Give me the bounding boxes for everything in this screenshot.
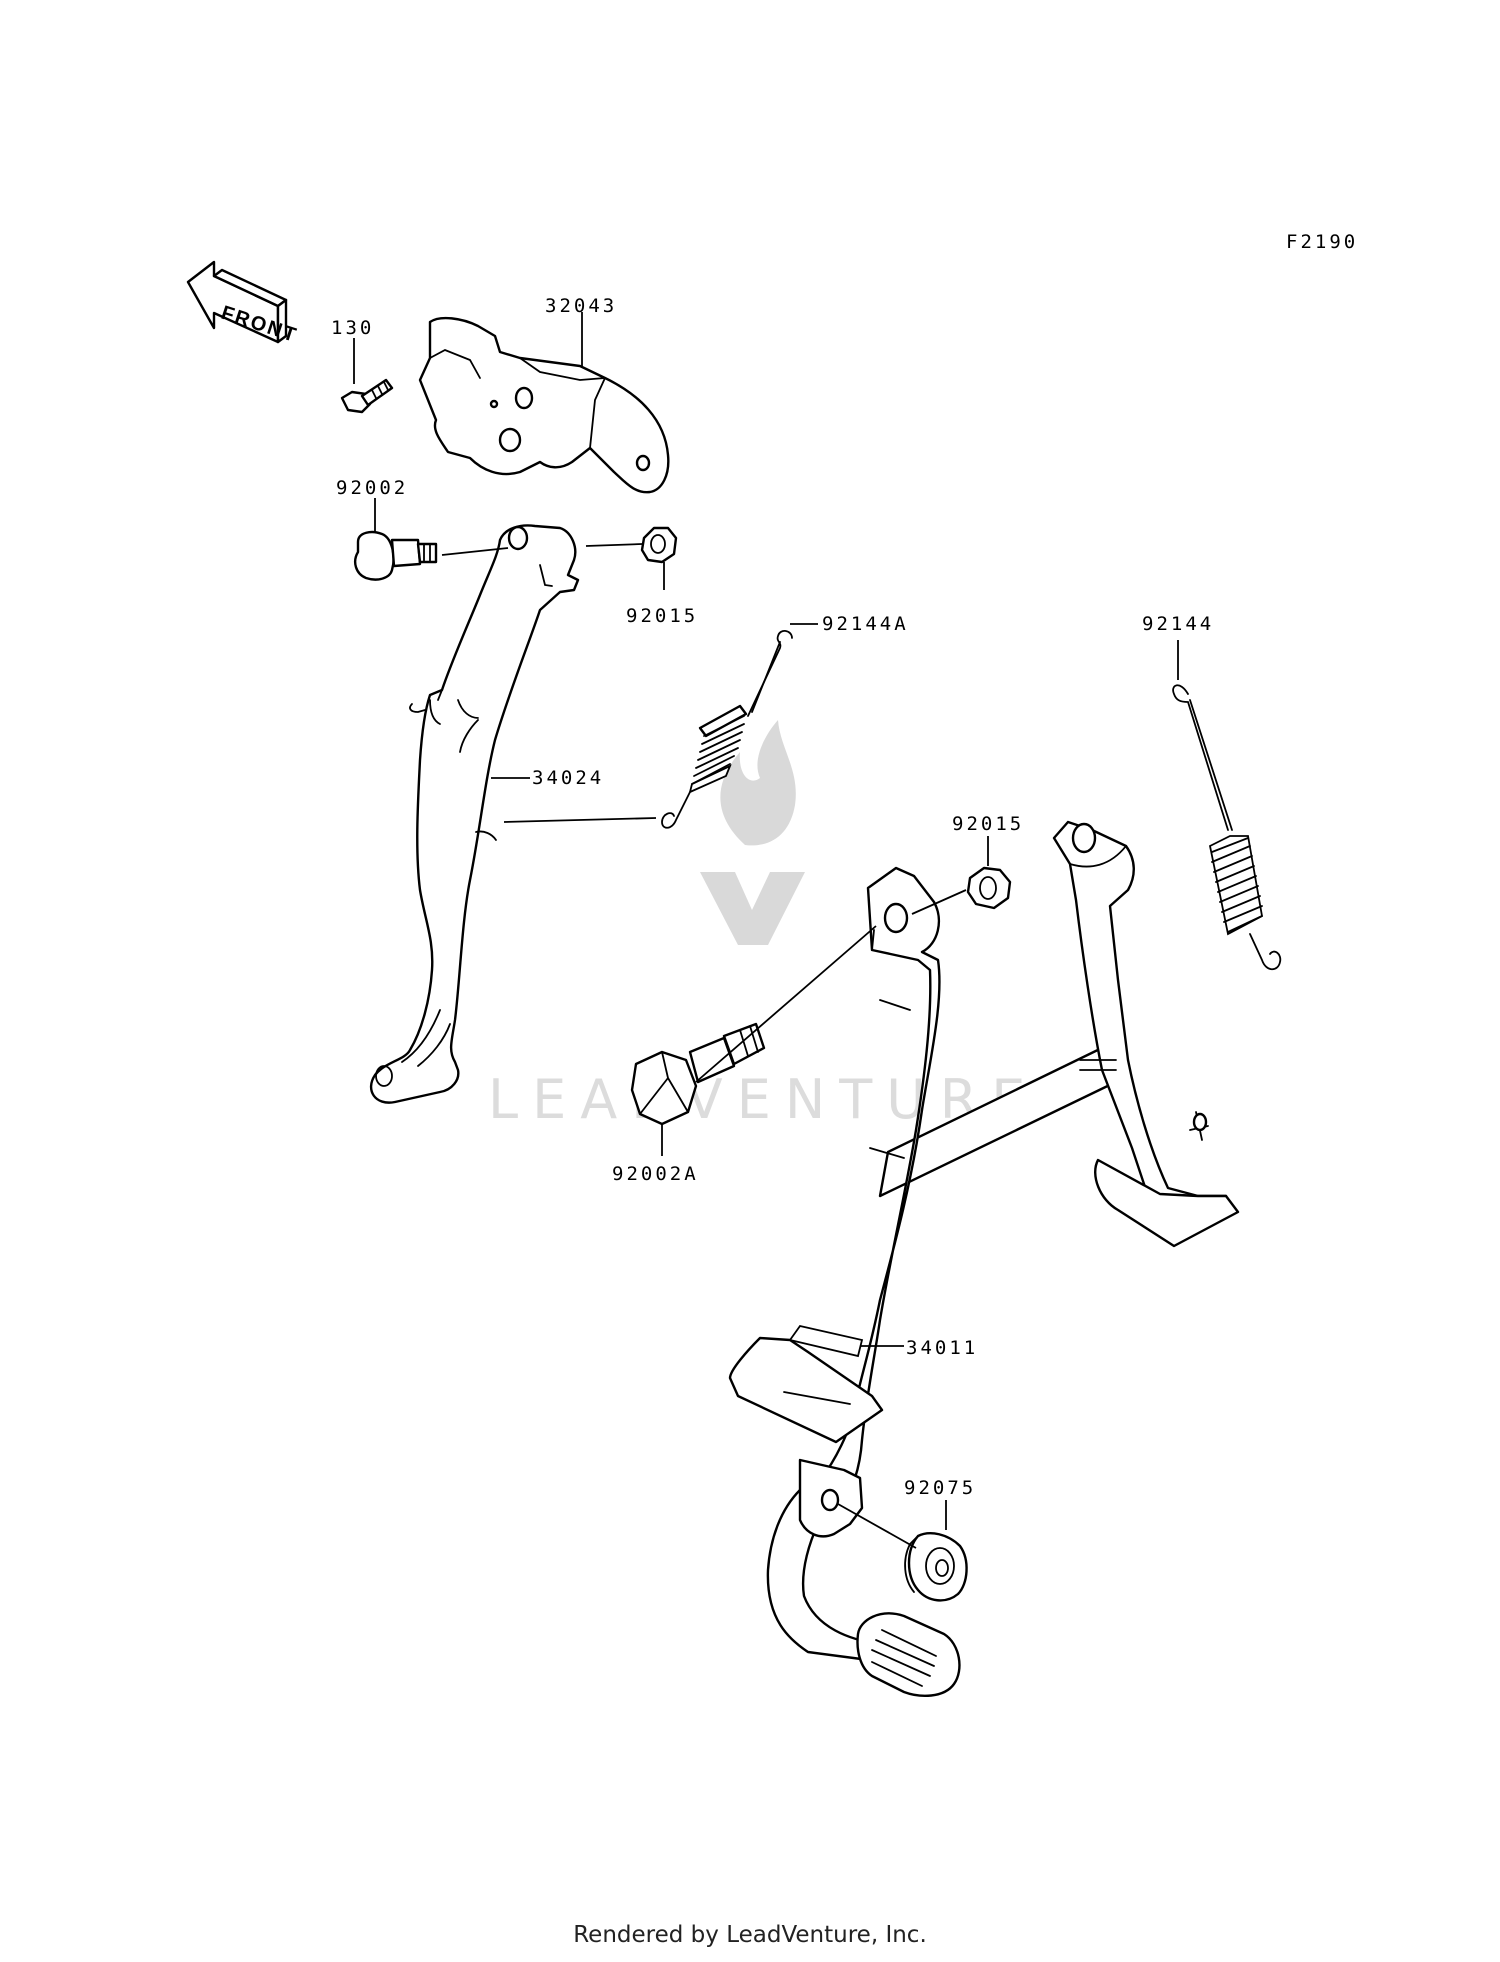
part-34011-main-stand: [728, 820, 1240, 1697]
label-34024: 34024: [532, 767, 604, 789]
label-92144: 92144: [1142, 613, 1214, 635]
leader-lines: [353, 312, 1179, 1549]
label-32043: 32043: [545, 295, 617, 317]
label-92015-b: 92015: [952, 813, 1024, 835]
part-32043-bracket: [418, 316, 670, 494]
label-92002A: 92002A: [612, 1163, 699, 1185]
label-92015-a: 92015: [626, 605, 698, 627]
part-92002A-bolt: [630, 1022, 766, 1126]
label-92075: 92075: [904, 1477, 976, 1499]
part-34024-side-stand: [369, 524, 580, 1104]
label-130: 130: [331, 317, 374, 339]
front-arrow-icon: FRONT: [186, 260, 300, 347]
part-92015-nut-a: [640, 526, 678, 564]
part-92144-spring: [1172, 684, 1282, 971]
diagram-code: F2190: [1286, 231, 1358, 253]
part-92144A-spring: [661, 630, 793, 829]
part-130-bolt: [340, 378, 394, 414]
part-92002-bolt: [354, 530, 438, 581]
label-92144A: 92144A: [822, 613, 909, 635]
watermark-text: LEADVENTURE: [488, 1068, 1039, 1131]
label-92002: 92002: [336, 477, 408, 499]
part-92015-nut-b: [966, 866, 1012, 910]
part-92075-rubber: [904, 1532, 968, 1602]
label-34011: 34011: [906, 1337, 978, 1359]
leadventure-watermark: LEADVENTURE: [488, 720, 1039, 1131]
footer-credit: Rendered by LeadVenture, Inc.: [573, 1922, 927, 1948]
